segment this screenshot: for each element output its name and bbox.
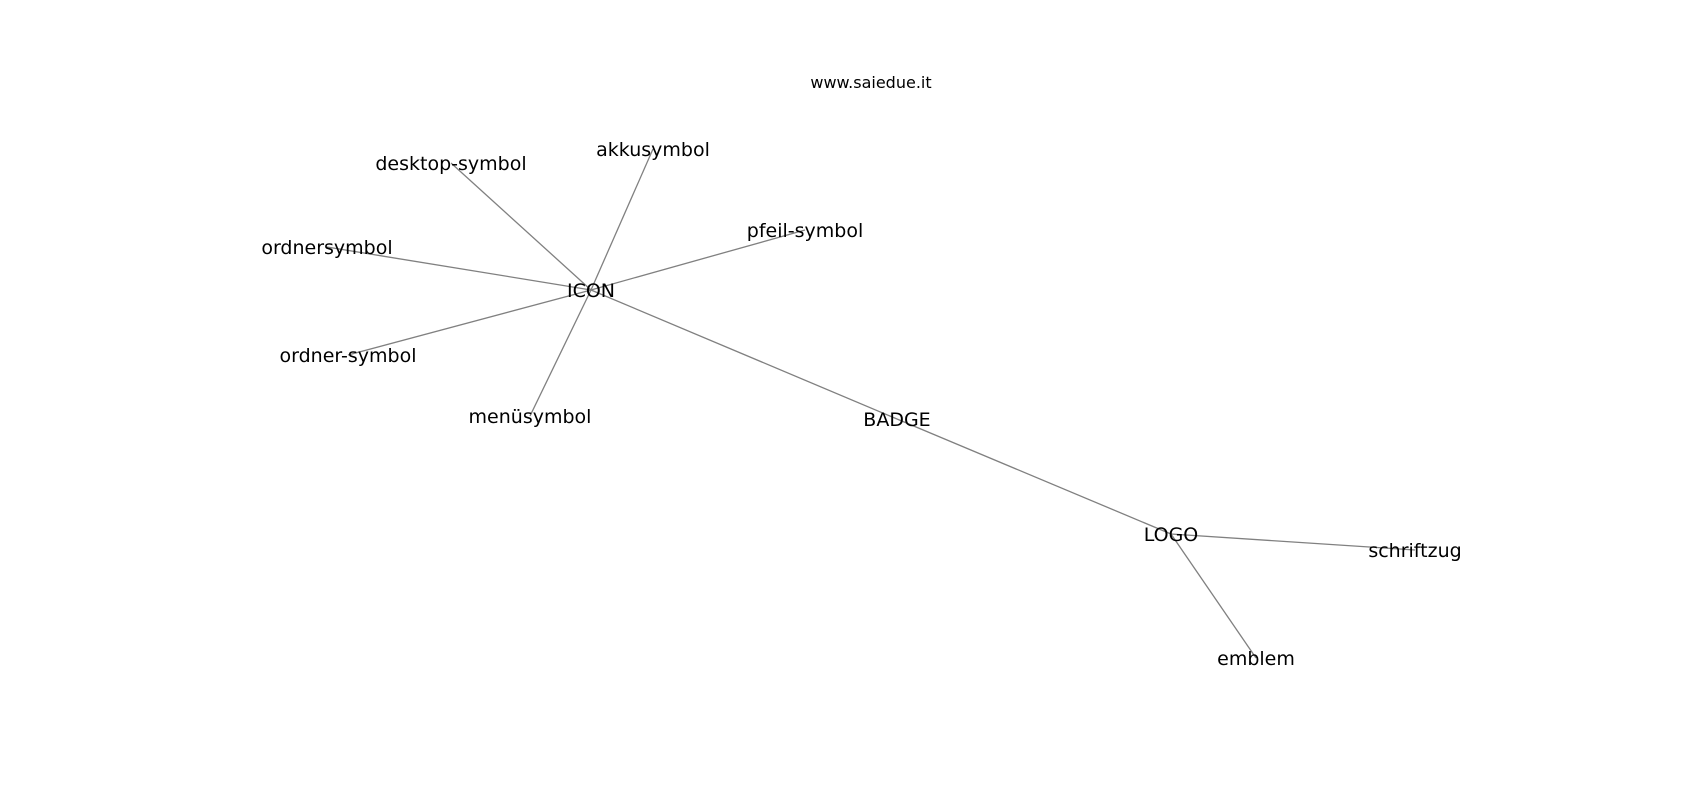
edge-icon-akkusymbol [590, 148, 654, 291]
node-label-akkusymbol: akkusymbol [596, 139, 710, 161]
node-label-logo: LOGO [1144, 524, 1199, 546]
node-label-icon: ICON [567, 280, 615, 302]
node-label-ordner-symbol: ordner-symbol [280, 345, 417, 367]
edge-badge-logo [896, 418, 1172, 535]
node-label-emblem: emblem [1217, 648, 1295, 670]
edge-icon-ordner-symbol [347, 289, 592, 356]
node-label-ordnersymbol: ordnersymbol [261, 237, 392, 259]
node-label-pfeil-symbol: pfeil-symbol [747, 220, 863, 242]
edges-layer [326, 148, 1416, 659]
edge-icon-menuesymbol [529, 289, 592, 417]
edge-icon-badge [590, 289, 898, 420]
node-label-schriftzug: schriftzug [1368, 540, 1461, 562]
edge-icon-desktop-symbol [450, 162, 592, 291]
nodes-layer: ICON desktop-symbol akkusymbol pfeil-symbol… [261, 139, 1461, 670]
node-label-badge: BADGE [863, 409, 930, 431]
node-label-menuesymbol: menüsymbol [469, 406, 592, 428]
edge-icon-ordnersymbol [326, 246, 592, 291]
watermark-text: www.saiedue.it [810, 73, 931, 92]
edge-logo-emblem [1170, 533, 1257, 659]
node-label-desktop-symbol: desktop-symbol [375, 153, 526, 175]
edge-logo-schriftzug [1170, 533, 1416, 551]
edge-icon-pfeil-symbol [590, 229, 806, 291]
